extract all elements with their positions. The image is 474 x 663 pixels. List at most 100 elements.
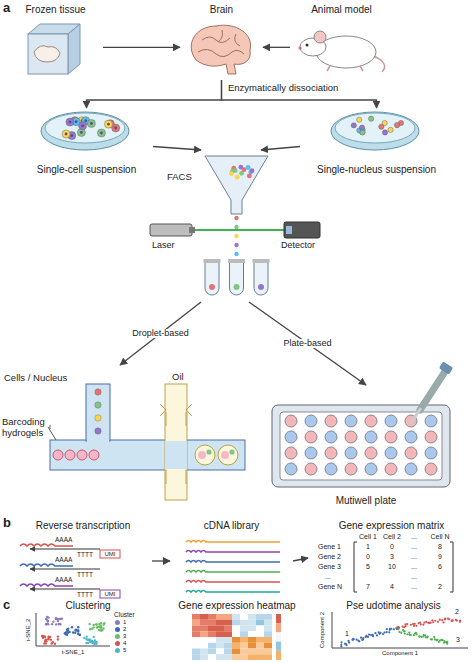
pseudotime-points [374,632,376,634]
heatmap-cells [256,637,264,643]
droplet-chip [50,425,51,429]
small-label: Component 2 [319,612,325,648]
droplet-chip [95,389,101,395]
pseudotime-points [429,622,431,624]
annotation: Detector [281,241,315,250]
pseudotime-points [390,628,392,630]
cluster-points [45,642,47,644]
heatmap-cells [216,654,224,660]
cluster-points [71,626,73,628]
pseudotime-points [393,628,395,630]
panel-letter: a [3,1,10,14]
facs-sorter [204,259,221,263]
small-label: ... [411,573,417,580]
cluster-points [59,618,61,620]
heatmap-cells [224,631,232,637]
small-label: UMI [105,591,116,597]
pseudotime-points [368,633,370,635]
heatmap-cells [248,614,256,620]
flow-arrow [293,558,308,561]
heatmap-cells [232,654,240,660]
facs-sorter [230,262,244,295]
heatmap-cells [240,643,248,649]
node-label: Single-cell suspension [20,164,153,176]
multiwell-plate [272,361,453,487]
cluster-points [41,616,106,645]
multiwell-plate [285,415,297,427]
cluster-points [85,642,87,644]
heatmap-cells [200,614,208,620]
dish-single-nucleus [351,116,403,135]
heatmap-cells [200,654,208,660]
dish-single-cell [41,112,129,150]
droplet-chip [165,384,187,500]
facs-sorter [258,284,264,290]
heatmap-cells [224,626,232,632]
facs-sorter [150,156,320,295]
legend-text: 3 [123,633,126,639]
cluster-points [99,629,101,631]
facs-sorter [233,168,238,173]
cluster-points [91,628,93,630]
multiwell-plate [405,463,417,475]
facs-sorter [205,262,219,295]
cluster-points [67,629,69,631]
dish-single-nucleus [388,127,393,132]
dish-single-nucleus [394,123,399,128]
pseudotime-points [414,623,416,625]
heatmap-cells [200,631,208,637]
dish-single-cell [100,132,103,135]
multiwell-plate [280,412,442,480]
droplet-chip [48,427,56,440]
heatmap-cells [200,626,208,632]
heatmap-cells [192,637,200,643]
heatmap-cells [256,643,264,649]
pseudotime-points [436,639,438,641]
droplet-chip [221,451,229,459]
dish-single-cell [75,120,78,123]
frozen-tissue-cube [68,24,80,74]
droplet-chip [206,449,211,454]
legend-swatch [115,627,120,632]
dish-single-nucleus [331,112,419,150]
droplet-chip [95,415,101,421]
small-label: TTTT [77,552,93,559]
pseudotime-points [415,625,417,627]
pseudotime-points [439,619,441,621]
flow-arrow [120,302,201,365]
dish-single-cell [62,117,120,140]
droplet-chip [198,451,206,459]
cluster-points [47,638,49,640]
pseudotime-points [433,636,435,638]
heatmap-cells [224,649,232,655]
heatmap-cells [208,649,216,655]
multiwell-plate [425,431,437,443]
pseudotime-points [440,639,442,641]
droplet-chip [48,384,245,500]
small-label: t-SNE_1 [62,649,85,655]
facs-sorter [150,224,192,236]
flow-arrow [87,80,222,108]
heatmap-cells [240,614,248,620]
pseudotime-points [443,640,445,642]
frozen-tissue-cube [34,46,60,62]
multiwell-plate [285,447,297,459]
node-label: Barcoding hydrogels [2,417,48,439]
multiwell-plate [345,447,357,459]
pseudotime-points [376,634,378,636]
legend-item: 3 [114,633,134,640]
legend-swatch [115,641,120,646]
pseudotime-points [426,636,428,638]
cluster-points [75,628,77,630]
multiwell-plate [385,463,397,475]
heatmap-cells [248,643,256,649]
cluster-points [77,626,79,628]
multiwell-plate [365,463,377,475]
cluster-points [57,638,59,640]
pseudotime-points [352,638,354,640]
small-label: ... [411,583,417,590]
small-label: 6 [438,563,442,570]
heatmap-cells [240,631,248,637]
multiwell-plate [365,415,377,427]
facs-sorter [204,259,270,295]
